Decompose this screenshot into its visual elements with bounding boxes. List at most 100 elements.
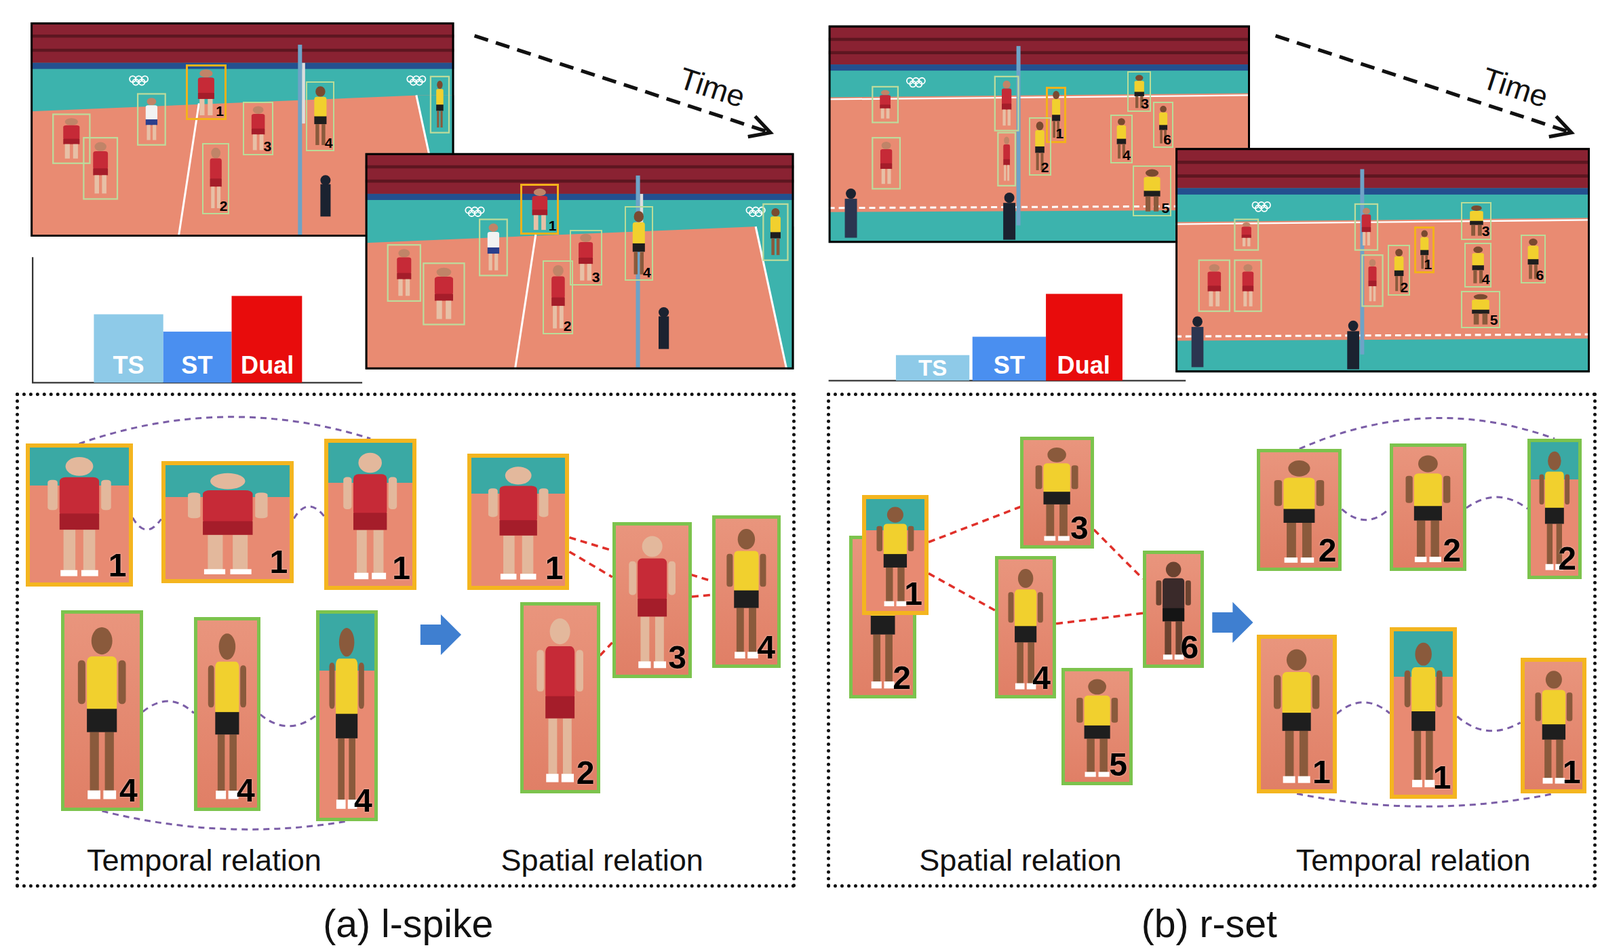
players <box>396 188 781 329</box>
figure-part <box>548 718 558 776</box>
box-number: 3 <box>1481 223 1491 239</box>
player-crop: 2 <box>520 602 600 795</box>
art-detail <box>63 118 80 159</box>
figure-part <box>655 617 665 664</box>
figure-part <box>1541 690 1565 728</box>
figure-part <box>1547 451 1562 471</box>
box-number: 4 <box>642 265 652 280</box>
art-detail <box>1471 294 1490 325</box>
figure-part <box>1273 674 1282 709</box>
player-box: 5 <box>1132 165 1172 217</box>
art-detail <box>198 69 215 116</box>
art-detail <box>83 137 118 199</box>
figure-part <box>1288 460 1311 477</box>
temporal-link <box>1466 497 1528 509</box>
art-detail <box>1361 255 1383 306</box>
figure-part <box>358 453 383 473</box>
bar-label: ST <box>181 353 213 378</box>
figure-part <box>908 525 915 551</box>
figure-part <box>545 646 575 700</box>
figure-part <box>356 529 367 574</box>
figure-part <box>207 535 223 571</box>
figure-part <box>870 681 882 689</box>
player-crop: 1 <box>862 495 929 616</box>
figure-part <box>1411 667 1436 715</box>
bar-dual <box>231 295 303 383</box>
bar-label: Dual <box>240 353 294 378</box>
chart-axis <box>32 257 363 383</box>
art-detail <box>997 132 1016 186</box>
player-box: 4 <box>1110 114 1133 164</box>
figure-part <box>561 773 574 783</box>
temporal-link <box>1341 508 1390 521</box>
figure-part <box>637 558 667 603</box>
figure-part <box>1098 772 1109 778</box>
figure-part <box>1316 480 1324 506</box>
player-box: 1 <box>1414 226 1435 274</box>
spatial-link <box>691 594 713 597</box>
figure-part <box>1283 775 1296 783</box>
figure-part <box>488 489 498 518</box>
figure-part <box>229 569 251 575</box>
bar-label: TS <box>918 357 947 380</box>
figure-part <box>1312 674 1320 709</box>
box-number: 2 <box>1399 280 1409 295</box>
box-number: 1 <box>1562 755 1582 789</box>
figure-part <box>215 790 226 799</box>
figure-part <box>883 523 907 557</box>
figure-part <box>576 649 584 692</box>
figure-part <box>1285 731 1295 778</box>
box-number: 3 <box>592 269 601 285</box>
figure-part <box>885 567 893 603</box>
figure-part <box>500 574 517 580</box>
box-number: 1 <box>215 103 224 119</box>
figure-part <box>372 573 387 580</box>
figure-part <box>215 661 239 717</box>
figure-part <box>82 530 95 573</box>
art-detail <box>879 90 891 119</box>
figure-part <box>1544 739 1552 780</box>
figure-part <box>1274 480 1282 506</box>
figure-part <box>1286 649 1307 671</box>
figure-part <box>1542 778 1553 785</box>
figure-part <box>759 553 766 587</box>
figure-part <box>1545 471 1565 511</box>
box-number: 2 <box>892 661 911 694</box>
figure-part <box>1404 670 1411 708</box>
figure-part <box>1084 772 1096 778</box>
figure-part <box>1566 693 1573 722</box>
figure-part <box>335 713 358 738</box>
figure-part <box>77 659 86 704</box>
figure-part <box>653 661 666 669</box>
figure-part <box>736 607 745 654</box>
figure-part <box>90 731 100 793</box>
figure-part <box>1162 608 1185 622</box>
player-box: 3 <box>569 229 603 287</box>
figure-part <box>343 476 353 509</box>
figure-part <box>874 550 892 572</box>
figure-part <box>1300 557 1315 563</box>
art-detail <box>1242 264 1255 307</box>
art-detail <box>880 141 892 184</box>
box-number: 1 <box>1055 126 1064 141</box>
figure-part <box>101 480 112 511</box>
player-crop: 4 <box>994 556 1057 700</box>
box-number: 4 <box>1122 147 1131 163</box>
figure-part <box>338 738 346 802</box>
figure-part <box>870 615 895 635</box>
player-crop: 4 <box>193 617 261 812</box>
player-box: 3 <box>242 101 274 155</box>
figure-part <box>218 633 236 660</box>
figure-part <box>208 665 215 708</box>
bar-label: Dual <box>1057 353 1111 378</box>
box-number: 3 <box>1070 511 1089 544</box>
spatial-link <box>928 507 1021 543</box>
box-number: 4 <box>354 784 373 817</box>
box-number: 6 <box>1163 132 1172 147</box>
block-arrow <box>420 614 462 656</box>
box-number: 1 <box>108 548 127 582</box>
figure-part <box>503 535 515 576</box>
figure-part <box>255 492 268 519</box>
figure-part <box>1015 683 1025 690</box>
detection-box <box>387 204 789 325</box>
